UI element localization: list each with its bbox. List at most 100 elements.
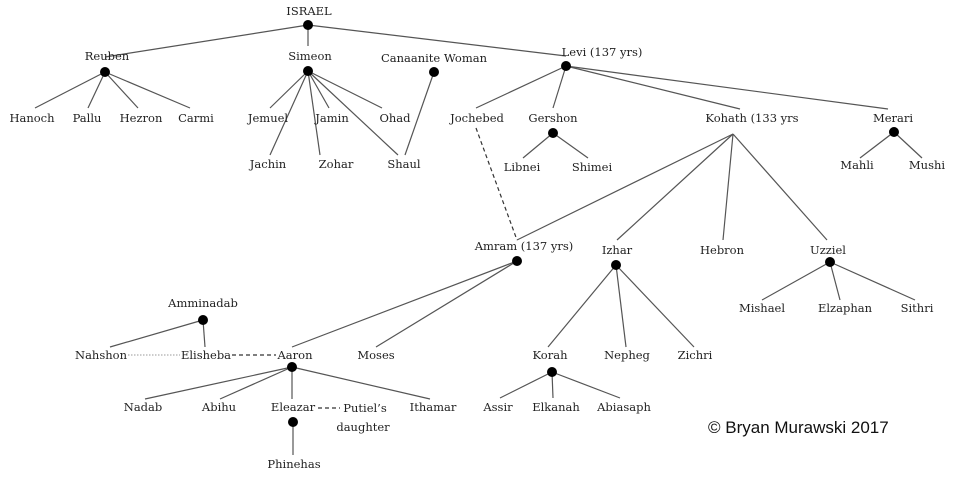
edge-gershon-libnei bbox=[522, 132, 554, 159]
edge-gershon-shimei bbox=[552, 132, 589, 159]
label-aaron: Aaron bbox=[277, 348, 314, 362]
label-moses: Moses bbox=[357, 348, 394, 362]
label-abihu: Abihu bbox=[201, 400, 236, 414]
label-nadab: Nadab bbox=[124, 400, 163, 414]
label-izhar: Izhar bbox=[602, 243, 633, 257]
dot-amram bbox=[512, 256, 522, 266]
edge-uzziel-mishael bbox=[761, 261, 831, 301]
edge-korah-assir bbox=[499, 371, 553, 399]
label-jachin: Jachin bbox=[249, 157, 287, 171]
label-korah: Korah bbox=[533, 348, 569, 362]
edge-reuben-hanoch bbox=[34, 71, 106, 109]
label-jochebed: Jochebed bbox=[449, 111, 504, 125]
edge-kohath-amram bbox=[516, 133, 734, 241]
label-abiasaph: Abiasaph bbox=[596, 400, 651, 414]
edge-simeon-shaul bbox=[307, 70, 399, 156]
label-eleazar: Eleazar bbox=[271, 400, 316, 414]
edge-simeon-ohad bbox=[307, 70, 383, 109]
edge-reuben-hezron bbox=[104, 71, 139, 109]
edge-amram-moses bbox=[375, 260, 518, 348]
label-levi: Levi (137 yrs) bbox=[562, 45, 643, 59]
label-sithri: Sithri bbox=[901, 301, 934, 315]
edge-kohath-izhar bbox=[616, 133, 734, 241]
dot-simeon bbox=[303, 66, 313, 76]
dot-eleazar bbox=[288, 417, 298, 427]
dot-israel bbox=[303, 20, 313, 30]
edge-levi-merari bbox=[565, 65, 889, 110]
edge-uzziel-sithri bbox=[829, 261, 916, 301]
label-mishael: Mishael bbox=[739, 301, 785, 315]
edge-uzziel-elzaphan bbox=[829, 261, 841, 301]
label-simeon: Simeon bbox=[288, 49, 332, 63]
label-ohad: Ohad bbox=[379, 111, 411, 125]
edge-aaron-ithamar bbox=[291, 366, 431, 400]
tree-junction-dots bbox=[100, 20, 899, 427]
edge-amram-aaron bbox=[291, 260, 518, 348]
label-elkanah: Elkanah bbox=[532, 400, 580, 414]
dot-aaron bbox=[287, 362, 297, 372]
label-hezron: Hezron bbox=[120, 111, 163, 125]
edge-amminadab-nahshon bbox=[109, 319, 204, 348]
dot-gershon bbox=[548, 128, 558, 138]
edge-korah-abiasaph bbox=[551, 371, 621, 399]
label-zohar: Zohar bbox=[319, 157, 354, 171]
dot-reuben bbox=[100, 67, 110, 77]
edge-izhar-nepheg bbox=[615, 264, 627, 348]
edge-kohath-hebron bbox=[722, 133, 734, 241]
label-nahshon: Nahshon bbox=[75, 348, 128, 362]
dot-canaanite-woman bbox=[429, 67, 439, 77]
edge-israel-reuben bbox=[104, 24, 309, 58]
label-merari: Merari bbox=[873, 111, 913, 125]
dot-izhar bbox=[611, 260, 621, 270]
label-elzaphan: Elzaphan bbox=[818, 301, 873, 315]
edge-merari-mushi bbox=[893, 131, 923, 159]
label-pallu: Pallu bbox=[73, 111, 102, 125]
edge-izhar-zichri bbox=[615, 264, 695, 348]
edge-reuben-pallu bbox=[87, 71, 106, 109]
edge-kohath-uzziel bbox=[732, 133, 828, 241]
label-canaanite-woman: Canaanite Woman bbox=[381, 51, 488, 65]
label-ithamar: Ithamar bbox=[410, 400, 457, 414]
label-amminadab: Amminadab bbox=[167, 296, 238, 310]
edge-canaanite-shaul bbox=[404, 71, 435, 156]
dot-merari bbox=[889, 127, 899, 137]
edge-israel-levi bbox=[307, 24, 567, 57]
label-mushi: Mushi bbox=[909, 158, 945, 172]
copyright-notice: © Bryan Murawski 2017 bbox=[708, 418, 889, 437]
label-mahli: Mahli bbox=[840, 158, 874, 172]
label-hebron: Hebron bbox=[700, 243, 745, 257]
dot-levi bbox=[561, 61, 571, 71]
label-uzziel: Uzziel bbox=[810, 243, 846, 257]
dot-korah bbox=[547, 367, 557, 377]
edge-simeon-zohar bbox=[307, 70, 321, 156]
dot-uzziel bbox=[825, 257, 835, 267]
label-israel: ISRAEL bbox=[286, 4, 332, 18]
edge-jochebed-amram bbox=[475, 127, 518, 241]
edge-aaron-abihu bbox=[219, 366, 293, 400]
label-nepheg: Nepheg bbox=[604, 348, 650, 362]
label-reuben: Reuben bbox=[85, 49, 130, 63]
edge-aaron-nadab bbox=[144, 366, 293, 400]
label-phinehas: Phinehas bbox=[267, 457, 320, 471]
edge-levi-kohath bbox=[565, 65, 741, 110]
tree-labels: ISRAEL Reuben Simeon Canaanite Woman Lev… bbox=[9, 4, 945, 471]
label-assir: Assir bbox=[482, 400, 513, 414]
edge-simeon-jamin bbox=[307, 70, 330, 109]
edge-levi-jochebed bbox=[475, 65, 567, 109]
label-putiels-daughter-line2: daughter bbox=[336, 420, 390, 434]
tree-edges bbox=[34, 24, 923, 455]
edge-izhar-korah bbox=[547, 264, 617, 348]
label-shimei: Shimei bbox=[572, 160, 613, 174]
label-libnei: Libnei bbox=[504, 160, 541, 174]
label-carmi: Carmi bbox=[178, 111, 214, 125]
edge-levi-gershon bbox=[552, 65, 567, 109]
label-jamin: Jamin bbox=[314, 111, 349, 125]
edge-merari-mahli bbox=[859, 131, 895, 159]
label-shaul: Shaul bbox=[387, 157, 421, 171]
label-zichri: Zichri bbox=[678, 348, 713, 362]
edge-simeon-jemuel bbox=[269, 70, 309, 109]
edge-simeon-jachin bbox=[269, 70, 309, 156]
edge-reuben-carmi bbox=[104, 71, 191, 109]
label-jemuel: Jemuel bbox=[247, 111, 289, 125]
